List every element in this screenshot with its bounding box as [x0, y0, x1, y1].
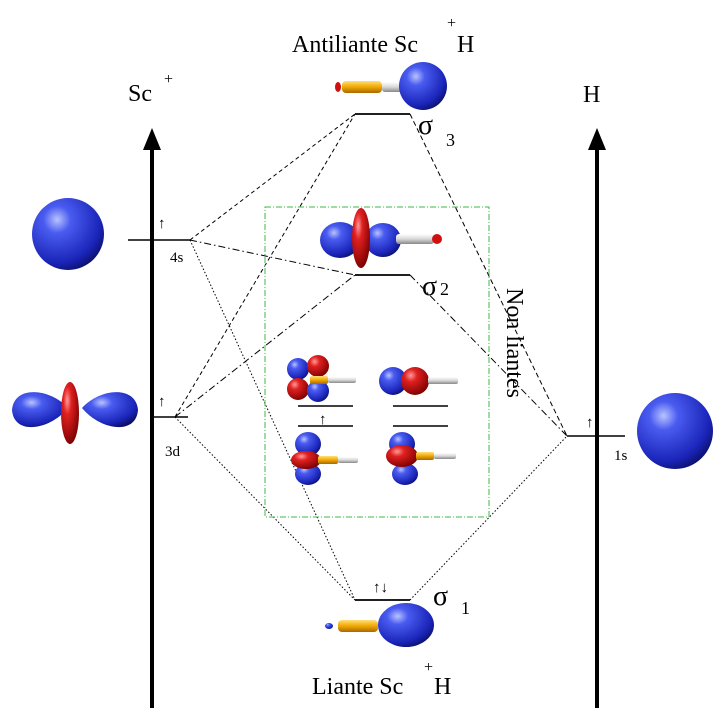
sigma2-orbital-image	[320, 208, 442, 268]
sc-4s-orbital-image	[32, 198, 104, 270]
antibonding-title-h: H	[457, 32, 474, 58]
level-sigma1: ↑↓ σ 1	[355, 580, 470, 618]
label-1s: 1s	[614, 448, 628, 464]
non-bonding-orbital-3-image	[291, 432, 358, 485]
electron-1s: ↑	[586, 415, 594, 431]
level-3d: ↑ 3d	[152, 394, 188, 460]
sigma2-symbol: σ	[422, 271, 437, 302]
sigma3-orbital-image	[335, 62, 447, 110]
antibonding-title-superscript: +	[447, 15, 456, 32]
non-bonding-box	[264, 206, 490, 518]
level-sigma3: σ 3	[355, 110, 455, 150]
bonding-title-h: H	[434, 674, 451, 700]
bonding-title: Liante Sc	[312, 674, 403, 700]
antibonding-title: Antiliante Sc	[292, 32, 418, 58]
electron-3d: ↑	[158, 394, 166, 410]
sigma1-symbol: σ	[433, 581, 448, 612]
non-bonding-levels: ↑	[298, 405, 448, 428]
left-axis-superscript: +	[164, 71, 173, 88]
left-energy-axis	[143, 128, 161, 708]
level-4s: ↑ 4s	[128, 216, 190, 266]
level-1s: ↑ 1s	[567, 415, 628, 464]
non-bonding-label: Non liantes	[501, 288, 527, 398]
electron-nonbonding: ↑	[319, 412, 327, 428]
non-bonding-orbital-4-image	[386, 432, 456, 485]
sc-3d-orbital-image	[12, 382, 138, 444]
right-axis-label: H	[583, 82, 600, 108]
level-sigma2: σ 2	[355, 271, 449, 302]
sigma1-orbital-image	[325, 603, 434, 647]
electron-sigma1: ↑↓	[373, 580, 388, 596]
electron-4s: ↑	[158, 216, 166, 232]
non-bonding-orbital-2-image	[379, 367, 458, 395]
left-axis-label: Sc	[128, 81, 152, 107]
sigma1-subscript: 1	[461, 598, 470, 618]
sigma3-subscript: 3	[446, 130, 455, 150]
bonding-title-superscript: +	[424, 659, 433, 676]
sigma3-symbol: σ	[418, 110, 433, 141]
label-4s: 4s	[170, 250, 184, 266]
h-1s-orbital-image	[637, 393, 713, 469]
non-bonding-orbital-1-image	[287, 355, 356, 402]
sigma2-subscript: 2	[440, 279, 449, 299]
right-energy-axis	[588, 128, 606, 708]
label-3d: 3d	[165, 444, 181, 460]
